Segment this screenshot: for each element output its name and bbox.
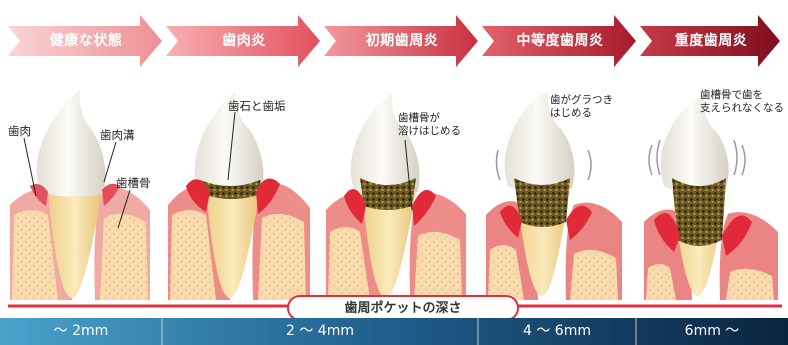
stage-label-healthy: 健康な状態 [12,30,160,52]
annotation-severe-line2: 支えられなくなる [700,102,784,115]
annotation-gum: 歯肉 [8,124,31,138]
stage-label-gingivitis: 歯肉炎 [170,30,318,52]
depth-range-moderate: 4 ～ 6mm [478,318,636,345]
depth-range-gingivitis-early: 2 ～ 4mm [162,318,478,345]
annotation-gum-groove: 歯肉溝 [100,128,135,142]
annotation-severe-line1: 歯槽骨で歯を [700,89,763,102]
tooth-severe-periodontitis [644,96,778,300]
annotation-wobble-line1: 歯がグラつき [550,94,613,107]
stage-label-moderate-periodontitis: 中等度歯周炎 [486,30,634,52]
annotation-alveolar-bone: 歯槽骨 [116,176,151,190]
stage-label-severe-periodontitis: 重度歯周炎 [644,30,778,52]
pocket-depth-label: 歯周ポケットの深さ [290,299,516,319]
depth-range-severe: 6mm ～ [636,318,788,345]
stage-label-early-periodontitis: 初期歯周炎 [328,30,476,52]
tooth-healthy [10,90,150,300]
annotation-bone-line1: 歯槽骨が [398,112,440,125]
annotation-bone-line2: 溶けはじめる [398,125,461,138]
annotation-wobble-line2: はじめる [550,107,592,120]
tooth-gingivitis [168,92,310,300]
tooth-moderate-periodontitis [486,92,622,300]
depth-range-healthy: ～ 2mm [0,318,162,345]
annotation-tartar: 歯石と歯垢 [228,99,286,113]
